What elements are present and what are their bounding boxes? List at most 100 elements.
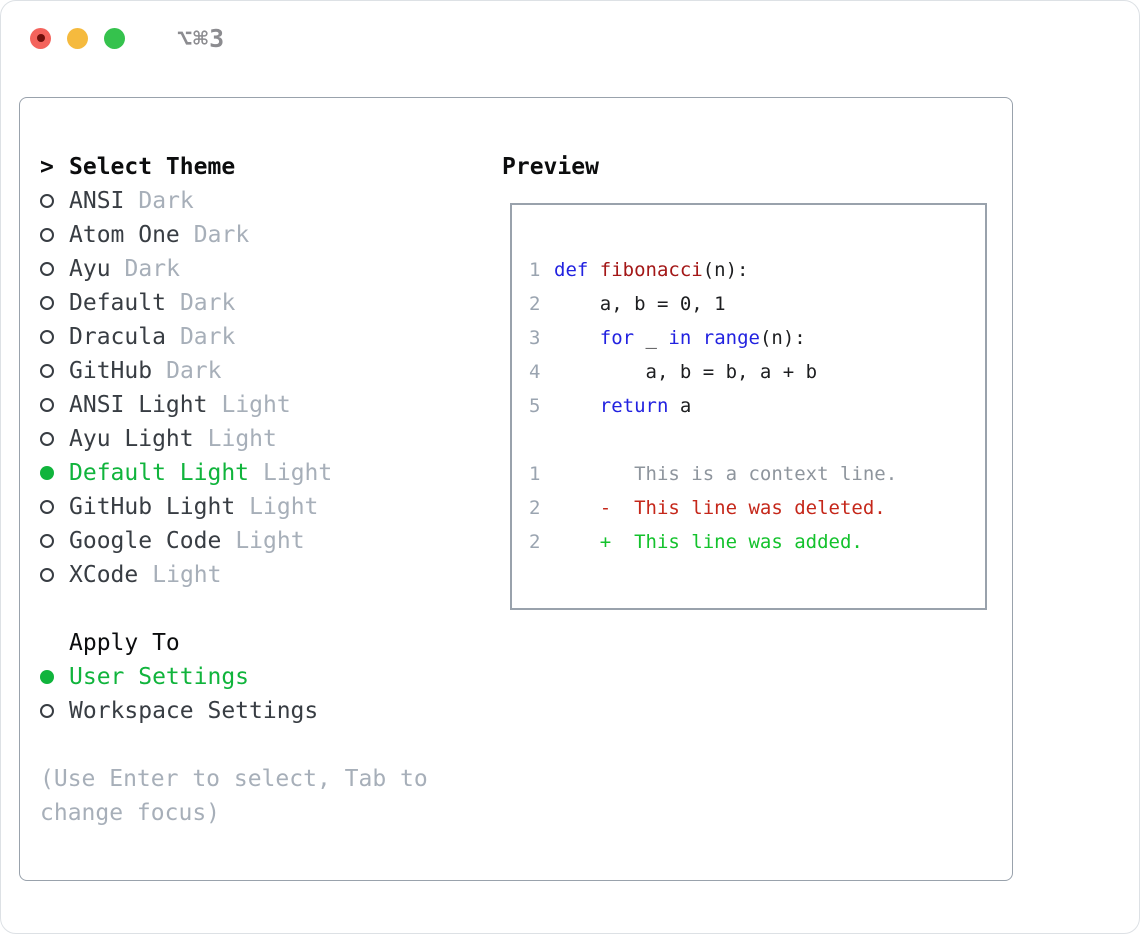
selected-radio-icon — [40, 466, 54, 480]
radio-marker — [40, 500, 69, 514]
maximize-button[interactable] — [104, 27, 125, 49]
option-variant-label: Light — [235, 528, 305, 554]
line-content: a, b = 0, 1 — [554, 293, 726, 315]
line-number: 5 — [529, 395, 541, 417]
radio-marker — [40, 568, 69, 582]
option-label: Google Code — [69, 528, 222, 554]
code-line: 5 return a — [512, 389, 985, 423]
line-number: 3 — [529, 327, 541, 349]
option-label: Ayu — [69, 256, 111, 282]
line-content: for _ in range(n): — [599, 327, 806, 349]
option-label: GitHub Light — [69, 494, 236, 520]
theme-option-ansi-light[interactable]: ANSI Light Light — [40, 388, 490, 422]
radio-icon — [40, 398, 54, 412]
radio-marker — [40, 398, 69, 412]
close-button[interactable] — [30, 27, 51, 49]
option-variant-label: Dark — [179, 290, 236, 316]
minimize-button[interactable] — [67, 27, 88, 49]
radio-icon — [40, 262, 54, 276]
radio-icon — [40, 296, 54, 310]
theme-option-ayu-light[interactable]: Ayu Light Light — [40, 422, 490, 456]
line-number: 4 — [529, 361, 541, 383]
theme-option-google-code[interactable]: Google Code Light — [40, 524, 490, 558]
radio-marker — [40, 466, 69, 480]
select-theme-header-label: Select Theme — [69, 154, 236, 180]
code-line: 1 def fibonacci(n): — [512, 253, 985, 287]
option-label: GitHub — [69, 358, 153, 384]
apply-to-header-label: Apply To — [69, 630, 180, 656]
radio-marker — [40, 364, 69, 378]
code-line: 3 for _ in range(n): — [512, 321, 985, 355]
option-variant-label: Light — [207, 426, 277, 452]
theme-option-github[interactable]: GitHub Dark — [40, 354, 490, 388]
radio-icon — [40, 364, 54, 378]
radio-marker — [40, 704, 69, 718]
option-variant-label: Dark — [166, 358, 222, 384]
line-content: def fibonacci(n): — [554, 259, 749, 281]
option-label: User Settings — [69, 664, 250, 690]
option-label: Dracula — [69, 324, 166, 350]
hint-text-line: change focus) — [40, 800, 221, 826]
radio-icon — [40, 500, 54, 514]
prompt-caret-icon: > — [40, 154, 54, 180]
option-variant-label: Dark — [124, 256, 180, 282]
theme-option-default[interactable]: Default Dark — [40, 286, 490, 320]
option-variant-label: Light — [221, 392, 291, 418]
radio-marker — [40, 262, 69, 276]
option-variant-label: Dark — [193, 222, 250, 248]
option-label: ANSI Light — [69, 392, 208, 418]
window-titlebar: ⌥⌘3 — [30, 23, 226, 53]
apply-option-user-settings[interactable]: User Settings — [40, 660, 490, 694]
code-line: 2 - This line was deleted. — [512, 491, 985, 525]
radio-icon — [40, 194, 54, 208]
radio-icon — [40, 704, 54, 718]
close-dot-icon — [36, 34, 45, 42]
theme-option-github-light[interactable]: GitHub Light Light — [40, 490, 490, 524]
line-number: 2 — [529, 497, 541, 519]
option-label: Workspace Settings — [69, 698, 319, 724]
radio-marker — [40, 534, 69, 548]
line-content: - This line was deleted. — [599, 497, 886, 519]
selected-radio-icon — [40, 670, 54, 684]
theme-option-atom-one[interactable]: Atom One Dark — [40, 218, 490, 252]
code-line: 2 + This line was added. — [512, 525, 985, 559]
select-theme-header: > Select Theme — [40, 150, 490, 184]
code-line: 2 a, b = 0, 1 — [512, 287, 985, 321]
radio-icon — [40, 568, 54, 582]
theme-option-ayu[interactable]: Ayu Dark — [40, 252, 490, 286]
option-label: ANSI — [69, 188, 125, 214]
option-variant-label: Dark — [138, 188, 194, 214]
option-label: XCode — [69, 562, 139, 588]
theme-option-xcode[interactable]: XCode Light — [40, 558, 490, 592]
theme-option-ansi[interactable]: ANSI Dark — [40, 184, 490, 218]
radio-icon — [40, 432, 54, 446]
spacer — [40, 592, 490, 626]
option-label: Atom One — [69, 222, 180, 248]
radio-icon — [40, 228, 54, 242]
code-line: 4 a, b = b, a + b — [512, 355, 985, 389]
prompt-marker: > — [40, 154, 69, 180]
radio-icon — [40, 330, 54, 344]
radio-marker — [40, 330, 69, 344]
option-variant-label: Light — [249, 494, 319, 520]
option-label: Default — [69, 290, 166, 316]
radio-marker — [40, 670, 69, 684]
apply-to-header: Apply To — [40, 626, 490, 660]
apply-option-workspace-settings[interactable]: Workspace Settings — [40, 694, 490, 728]
option-label: Ayu Light — [69, 426, 194, 452]
line-content: + This line was added. — [599, 531, 863, 553]
option-variant-label: Light — [152, 562, 222, 588]
line-content: return a — [599, 395, 692, 417]
window-title: ⌥⌘3 — [177, 23, 226, 53]
line-number: 1 — [529, 259, 541, 281]
line-number: 2 — [529, 531, 541, 553]
line-number: 1 — [529, 463, 541, 485]
